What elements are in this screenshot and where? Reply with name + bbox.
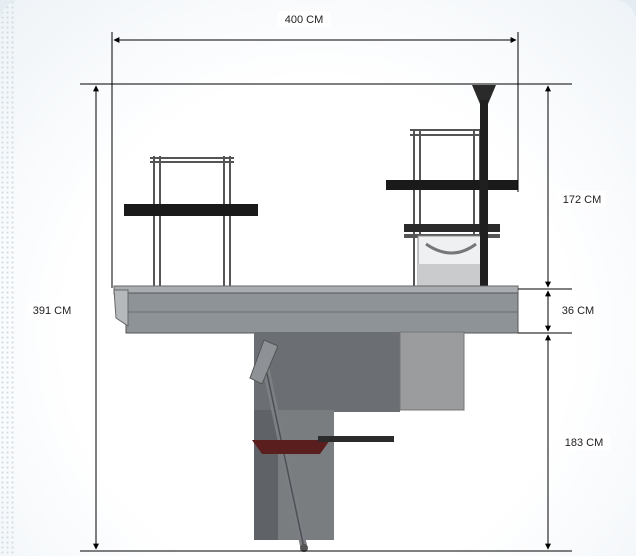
width-label-bg xyxy=(278,11,330,27)
table-main-body xyxy=(125,292,519,334)
total-height-label: 391 CM xyxy=(33,305,72,317)
upper-cabinet-block xyxy=(254,332,400,412)
arm-foot xyxy=(300,544,308,552)
table-left-end xyxy=(113,289,129,327)
right-extension-arm xyxy=(386,180,518,190)
blade-arc xyxy=(425,242,477,255)
width-label: 400 CM xyxy=(285,14,324,26)
table-height-label-bg xyxy=(558,302,598,318)
right-upper-shelf xyxy=(404,224,500,232)
blade-guard-base xyxy=(418,264,486,286)
left-support-frame xyxy=(150,156,234,288)
side-panel xyxy=(399,331,465,411)
horizontal-rod xyxy=(318,436,394,442)
dimension-lines xyxy=(80,32,572,552)
total-height-label-bg xyxy=(28,302,78,318)
table-height-label: 36 CM xyxy=(562,305,594,317)
arm-handle xyxy=(249,339,279,385)
upper-height-label: 172 CM xyxy=(563,194,602,206)
upper-height-label-bg xyxy=(558,191,606,207)
left-extension-arm xyxy=(124,204,258,216)
lower-height-label: 183 CM xyxy=(565,437,604,449)
motor-bracket xyxy=(252,440,330,454)
lower-height-label-bg xyxy=(558,434,610,450)
column-funnel-top xyxy=(472,85,496,104)
vertical-column xyxy=(480,100,488,332)
cabinet-stand-shade xyxy=(254,410,278,540)
